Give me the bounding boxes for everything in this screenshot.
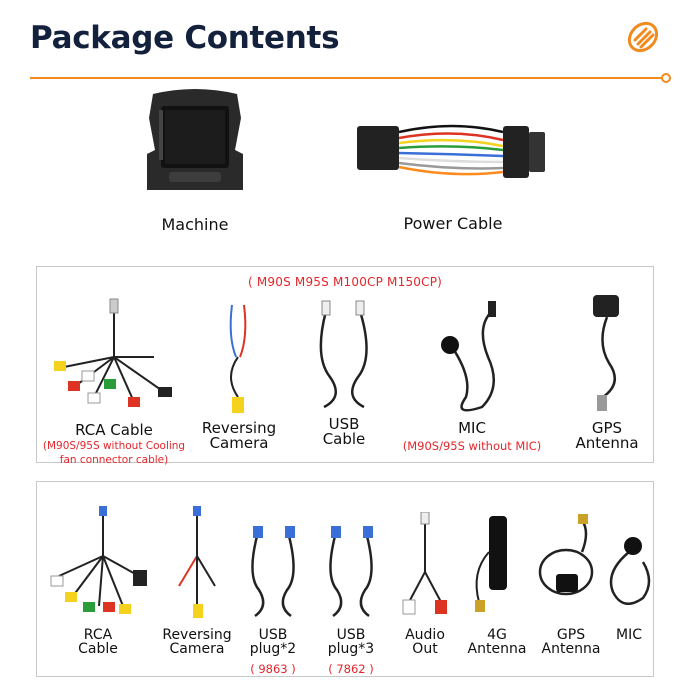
audio-out-label-2: Out bbox=[412, 641, 438, 657]
usb-plug-2-label-2: plug*2 bbox=[249, 641, 297, 657]
usb-cable-item: USB Cable bbox=[294, 297, 394, 447]
page-title: Package Contents bbox=[30, 20, 340, 56]
power-harness-icon bbox=[357, 124, 545, 178]
reversing-camera-cable-icon bbox=[229, 304, 247, 413]
reversing-camera-item-2: Reversing Camera bbox=[147, 506, 247, 656]
package-box-standard: RCA Cable Reversing Camera USB bbox=[36, 481, 654, 677]
usb-plug-2-label-1: USB bbox=[258, 627, 288, 643]
rca-cable-note-2: fan connector cable) bbox=[59, 453, 169, 466]
gps-antenna-icon bbox=[593, 295, 619, 411]
machine-item: Machine bbox=[130, 88, 260, 234]
usb-plug-2-item: USB plug*2 ( 9863 ) bbox=[233, 526, 313, 676]
usb-cable-icon bbox=[319, 300, 368, 409]
4g-antenna-icon bbox=[475, 516, 507, 612]
usb-cable-label-1: USB bbox=[328, 415, 360, 433]
usb-plug-icon bbox=[329, 526, 373, 618]
mic-note: (M90S/95S without MIC) bbox=[402, 439, 542, 453]
gps-antenna-label-2: Antenna bbox=[575, 434, 639, 452]
divider-end-dot bbox=[661, 73, 671, 83]
mic-label-2: MIC bbox=[616, 627, 642, 643]
reversing-camera-cable-icon bbox=[178, 506, 216, 618]
audio-out-label-1: Audio bbox=[405, 627, 445, 643]
4g-antenna-label-1: 4G bbox=[487, 627, 507, 643]
rca-cable-item: RCA Cable (M90S/95S without Cooling fan … bbox=[39, 297, 189, 467]
gps-antenna-item-2: GPS Antenna bbox=[531, 512, 611, 656]
reversing-camera-label-2: Camera bbox=[169, 641, 225, 657]
rca-cable-label-2: Cable bbox=[78, 641, 118, 657]
usb-plug-3-label-2: plug*3 bbox=[327, 641, 375, 657]
power-cable-label: Power Cable bbox=[403, 214, 503, 233]
package-box-models: ( M90S M95S M100CP M150CP) RCA Cable (M9… bbox=[36, 266, 654, 466]
gps-antenna-icon bbox=[538, 514, 594, 596]
machine-label: Machine bbox=[161, 215, 229, 234]
head-unit-icon bbox=[147, 89, 243, 190]
mic-label: MIC bbox=[458, 419, 486, 437]
audio-out-cable-icon bbox=[402, 512, 447, 615]
gps-antenna-label-1: GPS bbox=[591, 419, 623, 437]
rca-cable-item-2: RCA Cable bbox=[39, 506, 157, 656]
usb-plug-2-note: ( 9863 ) bbox=[250, 662, 296, 676]
mic-icon bbox=[609, 537, 651, 605]
reversing-camera-label-1: Reversing bbox=[201, 419, 277, 437]
usb-plug-3-label-1: USB bbox=[336, 627, 366, 643]
gps-antenna-label-1b: GPS bbox=[556, 627, 586, 643]
4g-antenna-item: 4G Antenna bbox=[457, 512, 537, 656]
reversing-camera-item: Reversing Camera bbox=[189, 297, 289, 451]
usb-plug-3-item: USB plug*3 ( 7862 ) bbox=[311, 526, 391, 676]
rca-cable-icon bbox=[50, 506, 147, 614]
audio-out-item: Audio Out bbox=[387, 512, 463, 656]
mic-item: MIC (M90S/95S without MIC) bbox=[387, 297, 557, 454]
reversing-camera-label-2: Camera bbox=[209, 434, 269, 452]
header-divider bbox=[30, 77, 662, 79]
mic-item-2: MIC bbox=[599, 512, 659, 642]
usb-cable-label-2: Cable bbox=[322, 430, 366, 448]
rca-cable-label: RCA Cable bbox=[75, 421, 153, 439]
rca-cable-label-1: RCA bbox=[83, 627, 113, 643]
usb-plug-3-note: ( 7862 ) bbox=[328, 662, 374, 676]
orange-coil-logo-icon bbox=[627, 21, 659, 53]
rca-cable-icon bbox=[54, 298, 172, 407]
power-cable-item: Power Cable bbox=[338, 110, 568, 233]
4g-antenna-label-2: Antenna bbox=[467, 641, 527, 657]
mic-icon bbox=[441, 301, 496, 412]
rca-cable-note-1: (M90S/95S without Cooling bbox=[42, 440, 186, 452]
reversing-camera-label-1: Reversing bbox=[162, 627, 232, 643]
gps-antenna-item: GPS Antenna bbox=[562, 293, 652, 451]
model-note: ( M90S M95S M100CP M150CP) bbox=[247, 275, 443, 289]
gps-antenna-label-2b: Antenna bbox=[541, 641, 601, 657]
usb-plug-icon bbox=[251, 526, 295, 618]
